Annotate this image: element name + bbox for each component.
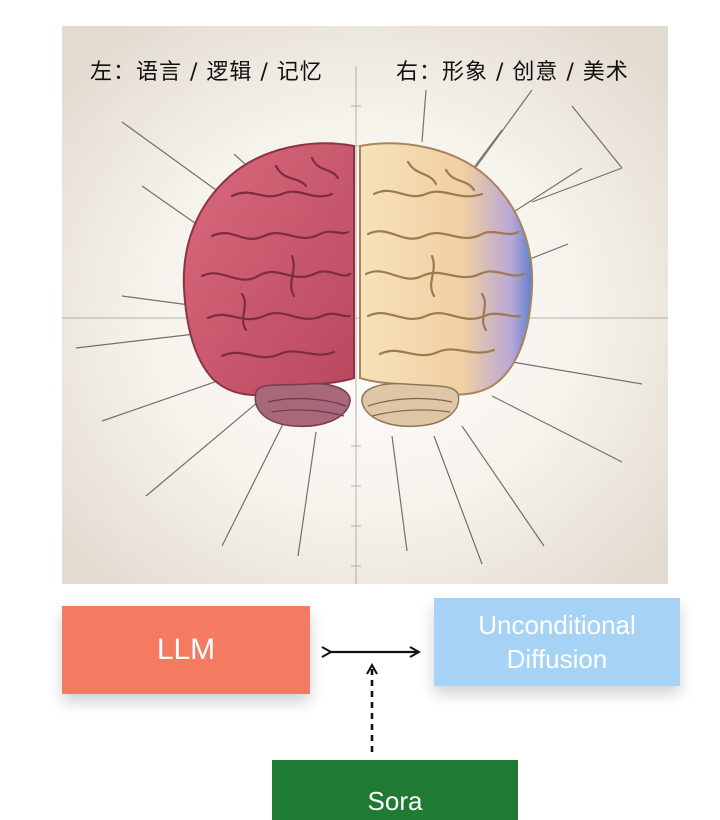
brain-right-cerebellum: [361, 382, 460, 428]
left-gyri: [200, 156, 352, 359]
right-cerebellum-folds: [367, 397, 453, 417]
brain-left-cerebellum: [254, 382, 351, 428]
left-cerebellum-folds: [267, 397, 347, 417]
llm-label: LLM: [156, 633, 216, 666]
brain-illustration: [62, 26, 668, 584]
connector-arrows: [0, 0, 720, 752]
brain-svg: [62, 26, 668, 584]
diffusion-label-line2: Diffusion: [506, 644, 608, 674]
caption-left-brain: 左：语言 / 逻辑 / 记忆: [90, 60, 323, 85]
llm-box: LLM: [62, 606, 310, 694]
unconditional-diffusion-box: Unconditional Diffusion: [434, 598, 680, 686]
caption-right-brain: 右：形象 / 创意 / 美术: [396, 60, 629, 85]
right-gyri: [364, 160, 526, 357]
diffusion-label-line1: Unconditional: [478, 610, 636, 640]
